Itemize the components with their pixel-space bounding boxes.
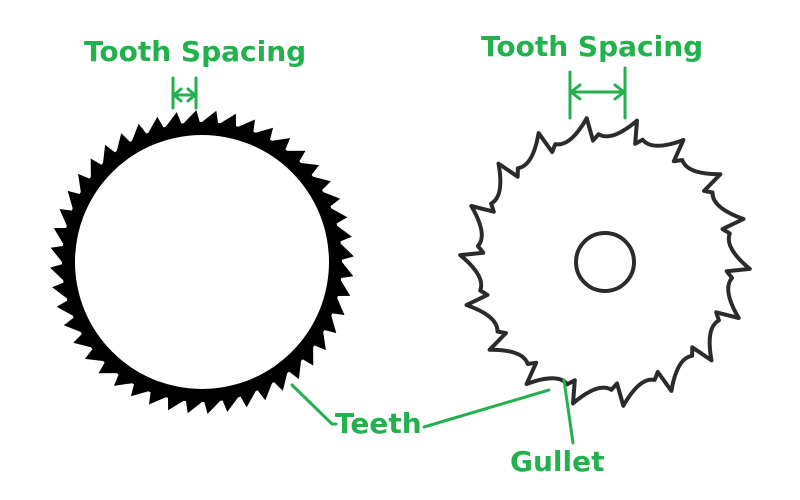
- tooth-spacing-label-left: Tooth Spacing: [84, 35, 307, 68]
- tooth-spacing-left-arrowhead-a: [171, 87, 183, 103]
- tooth-spacing-right-arrowhead-a: [568, 83, 582, 101]
- coarse-tooth-blade-outline: [458, 116, 752, 408]
- teeth-label: Teeth: [335, 407, 422, 440]
- annotation-lines: [171, 66, 627, 445]
- coarse-tooth-blade: [458, 116, 752, 408]
- fine-tooth-blade-body: [50, 110, 354, 414]
- tooth-spacing-right-arrowhead-b: [613, 83, 627, 101]
- gullet-label: Gullet: [510, 445, 605, 478]
- tooth-spacing-label-right: Tooth Spacing: [481, 30, 704, 63]
- tooth-spacing-left-arrowhead-b: [186, 87, 198, 103]
- fine-tooth-blade: [50, 110, 354, 414]
- teeth-leader-left: [290, 383, 338, 426]
- gullet-leader: [562, 378, 575, 445]
- arbor-hole: [574, 231, 636, 293]
- teeth-leader-right: [422, 388, 551, 429]
